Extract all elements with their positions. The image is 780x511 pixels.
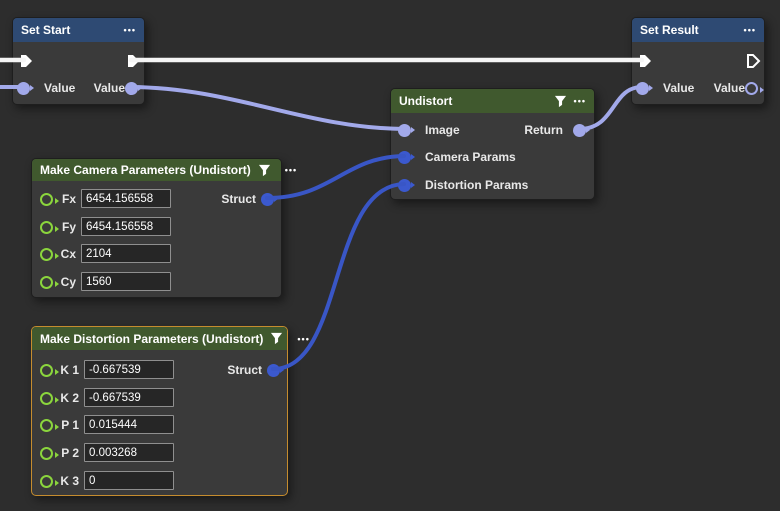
ellipsis-icon[interactable]: ••• bbox=[743, 25, 756, 35]
wire-value-start-to-image[interactable] bbox=[129, 85, 406, 131]
fy-pin[interactable] bbox=[40, 221, 59, 234]
distortion-params-in-label: Distortion Params bbox=[425, 178, 529, 192]
node-make-distortion-parameters-header[interactable]: Make Distortion Parameters (Undistort) •… bbox=[32, 327, 309, 350]
funnel-icon bbox=[554, 95, 566, 107]
p2-pin[interactable] bbox=[40, 447, 59, 460]
return-out-label: Return bbox=[524, 123, 563, 137]
cx-label: Cx bbox=[60, 247, 76, 261]
image-in-label: Image bbox=[425, 123, 460, 137]
funnel-icon bbox=[271, 332, 283, 345]
p1-input[interactable] bbox=[84, 415, 174, 434]
k2-pin[interactable] bbox=[40, 392, 59, 405]
struct-out-label: Struct bbox=[221, 192, 256, 206]
node-make-distortion-parameters[interactable]: Make Distortion Parameters (Undistort) •… bbox=[31, 326, 309, 496]
fy-input[interactable] bbox=[81, 217, 171, 236]
k1-input[interactable] bbox=[84, 360, 174, 379]
node-set-start-header[interactable]: Set Start ••• bbox=[13, 18, 144, 42]
p2-input[interactable] bbox=[84, 443, 174, 462]
node-title: Set Start bbox=[21, 23, 71, 37]
node-title: Make Distortion Parameters (Undistort) bbox=[40, 331, 264, 346]
node-make-camera-parameters-header[interactable]: Make Camera Parameters (Undistort) ••• bbox=[32, 159, 296, 181]
value-in-label: Value bbox=[663, 81, 695, 95]
fx-label: Fx bbox=[61, 192, 76, 206]
node-set-result[interactable]: Set Result ••• Value Value bbox=[631, 17, 765, 105]
camera-params-in-label: Camera Params bbox=[425, 150, 516, 164]
fy-label: Fy bbox=[61, 220, 76, 234]
node-set-start[interactable]: Set Start ••• Value Value bbox=[12, 17, 145, 105]
p1-pin[interactable] bbox=[40, 419, 59, 432]
fx-input[interactable] bbox=[81, 189, 171, 208]
k3-input[interactable] bbox=[84, 471, 174, 490]
ellipsis-icon[interactable]: ••• bbox=[297, 333, 310, 344]
k2-input[interactable] bbox=[84, 388, 174, 407]
node-make-camera-parameters[interactable]: Make Camera Parameters (Undistort) ••• F… bbox=[31, 158, 296, 298]
k3-pin[interactable] bbox=[40, 475, 59, 488]
node-undistort[interactable]: Undistort ••• Image Camera Params Distor… bbox=[390, 88, 595, 200]
value-in-label: Value bbox=[44, 81, 76, 95]
struct-out-label: Struct bbox=[227, 363, 262, 377]
value-out-label: Value bbox=[93, 81, 125, 95]
funnel-icon bbox=[258, 164, 270, 176]
exec-out-pin[interactable] bbox=[745, 53, 761, 69]
k3-label: K 3 bbox=[60, 474, 79, 488]
node-set-result-header[interactable]: Set Result ••• bbox=[632, 18, 764, 42]
cx-input[interactable] bbox=[81, 244, 171, 263]
node-title: Set Result bbox=[640, 23, 699, 37]
cx-pin[interactable] bbox=[40, 248, 59, 261]
p1-label: P 1 bbox=[61, 418, 79, 432]
node-undistort-header[interactable]: Undistort ••• bbox=[391, 89, 594, 113]
ellipsis-icon[interactable]: ••• bbox=[284, 165, 298, 175]
value-out-label: Value bbox=[713, 81, 745, 95]
ellipsis-icon[interactable]: ••• bbox=[573, 96, 586, 106]
cy-label: Cy bbox=[60, 275, 76, 289]
wire-return-to-result-value[interactable] bbox=[577, 85, 644, 131]
ellipsis-icon[interactable]: ••• bbox=[123, 25, 136, 35]
cy-pin[interactable] bbox=[40, 276, 59, 289]
k1-pin[interactable] bbox=[40, 364, 59, 377]
wire-camera-struct-to-undistort[interactable] bbox=[265, 154, 406, 200]
p2-label: P 2 bbox=[61, 446, 79, 460]
wire-distortion-struct-to-undistort[interactable] bbox=[271, 182, 406, 371]
cy-input[interactable] bbox=[81, 272, 171, 291]
k1-label: K 1 bbox=[60, 363, 79, 377]
k2-label: K 2 bbox=[60, 391, 79, 405]
value-out-pin[interactable] bbox=[745, 82, 764, 95]
node-title: Make Camera Parameters (Undistort) bbox=[40, 163, 251, 177]
fx-pin[interactable] bbox=[40, 193, 59, 206]
node-title: Undistort bbox=[399, 94, 453, 108]
